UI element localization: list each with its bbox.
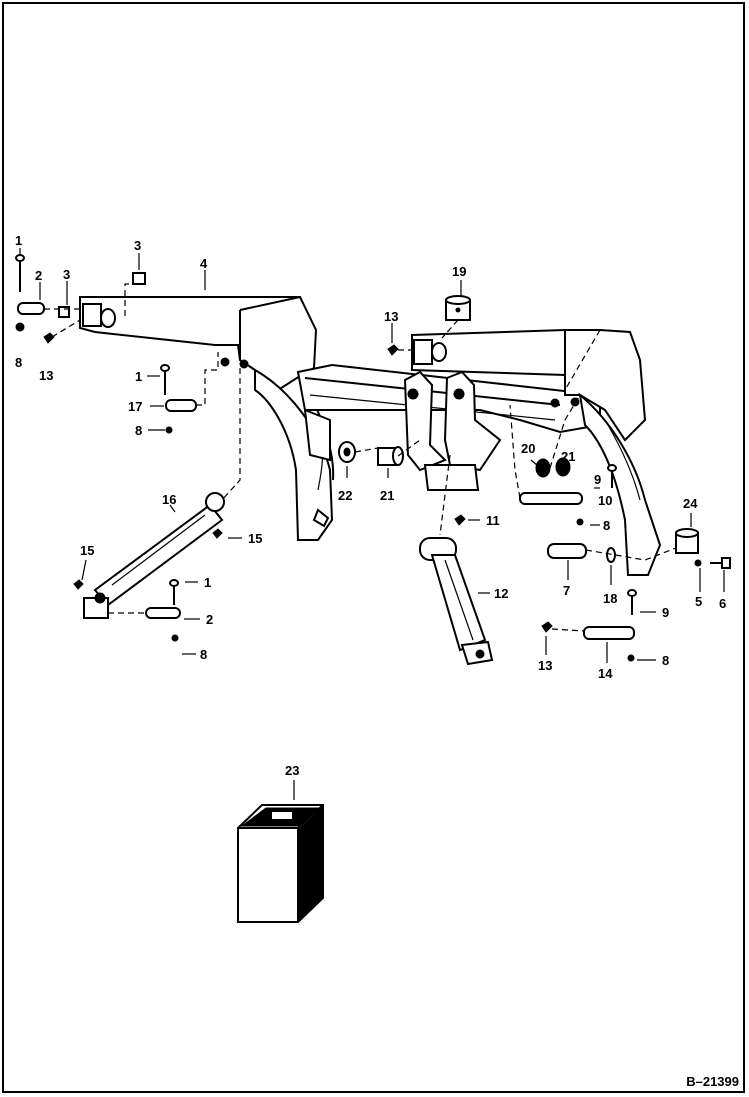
callout-15-left: 15 (80, 543, 94, 558)
callout-2-lower: 2 (206, 612, 213, 627)
callout-14: 14 (598, 666, 613, 681)
callout-18: 18 (603, 591, 617, 606)
callout-1-top: 1 (15, 233, 22, 248)
callout-8-mid: 8 (135, 423, 142, 438)
lift-cylinder-12 (419, 537, 494, 666)
leader-lines (19, 248, 725, 800)
callout-10: 10 (598, 493, 612, 508)
bushing-21-left (377, 446, 404, 466)
callout-20: 20 (521, 441, 535, 456)
left-lift-arm (79, 296, 335, 541)
callout-9-right: 9 (594, 472, 601, 487)
callout-22: 22 (338, 488, 352, 503)
callout-23: 23 (285, 763, 299, 778)
bushing-20-21-right (535, 457, 571, 478)
callout-labels: 1 2 3 3 4 8 13 1 17 8 19 13 22 21 20 21 … (15, 233, 726, 778)
callout-3-left: 3 (63, 267, 70, 282)
figure-reference-number: B–21399 (686, 1074, 739, 1089)
callout-3-top: 3 (134, 238, 141, 253)
callout-24: 24 (683, 496, 698, 511)
callout-7: 7 (563, 583, 570, 598)
callout-13-mid: 13 (384, 309, 398, 324)
part-23-box (237, 804, 324, 923)
callout-8-left: 8 (15, 355, 22, 370)
pin-14 (583, 626, 635, 640)
right-lift-arm (411, 329, 662, 576)
callout-8-bottom: 8 (662, 653, 669, 668)
bushing-22 (338, 441, 356, 463)
callout-13-lower: 13 (538, 658, 552, 673)
pin-10 (519, 492, 583, 505)
pin-2-lower (145, 607, 181, 619)
callout-15-right: 15 (248, 531, 262, 546)
callout-2-top: 2 (35, 268, 42, 283)
hardware-fasteners (15, 254, 731, 662)
callout-17: 17 (128, 399, 142, 414)
callout-19: 19 (452, 264, 466, 279)
pin-2-left (17, 302, 45, 315)
callout-11: 11 (486, 513, 500, 528)
pin-17 (165, 399, 197, 412)
callout-9-lower: 9 (662, 605, 669, 620)
bushing-19 (445, 295, 471, 321)
callout-8-lower: 8 (200, 647, 207, 662)
callout-6: 6 (719, 596, 726, 611)
callout-5: 5 (695, 594, 702, 609)
tilt-cylinder-16 (83, 492, 225, 619)
callout-16: 16 (162, 492, 176, 507)
callout-21-left: 21 (380, 488, 394, 503)
callout-1-lower: 1 (204, 575, 211, 590)
callout-21-right: 21 (561, 449, 575, 464)
callout-12: 12 (494, 586, 508, 601)
assembly-guide-lines (44, 283, 677, 632)
pin-7 (547, 543, 587, 559)
callout-4: 4 (200, 256, 208, 271)
center-mount-bracket (403, 370, 502, 491)
bushing-24 (675, 528, 699, 554)
callout-8-right: 8 (603, 518, 610, 533)
callout-13-left: 13 (39, 368, 53, 383)
callout-1-mid: 1 (135, 369, 142, 384)
